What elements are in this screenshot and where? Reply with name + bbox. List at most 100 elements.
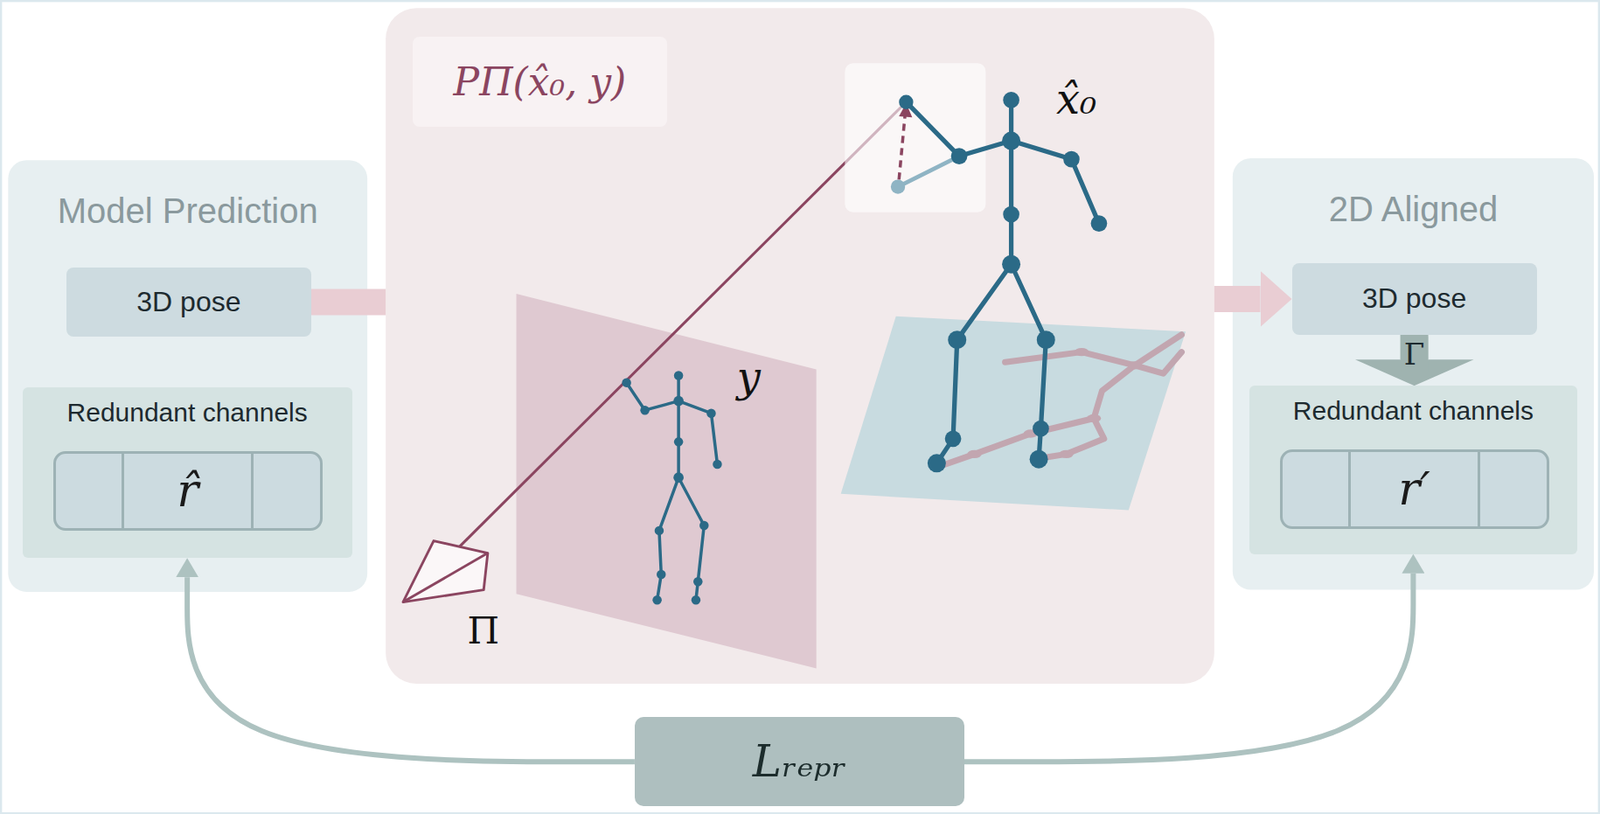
panel: Model Prediction 3D poseRedundant channel… — [7, 160, 368, 592]
panel-ground — [385, 7, 1215, 684]
camera-edge — [403, 553, 488, 603]
joint — [1036, 330, 1056, 349]
joint — [1091, 215, 1108, 232]
joint — [699, 521, 710, 531]
correction-arrow — [898, 114, 905, 181]
image-plane — [516, 293, 817, 668]
panel-title: Redundant channels — [1293, 396, 1534, 426]
joint — [674, 370, 684, 381]
channel-box: r̂ — [53, 451, 323, 531]
joint — [712, 459, 723, 470]
figure-label: Π — [467, 610, 501, 653]
pose-2d-joints — [621, 370, 722, 605]
connector — [1400, 334, 1429, 360]
joint — [654, 526, 665, 536]
bone — [626, 382, 680, 411]
ground-plane — [841, 316, 1186, 511]
joint — [1029, 450, 1049, 469]
channel-divider — [121, 453, 125, 529]
pose-3d — [905, 99, 1100, 463]
joint — [691, 595, 702, 606]
shadow-joint — [1086, 414, 1101, 423]
joint — [898, 95, 913, 110]
shadow-limb — [1134, 352, 1183, 375]
shadow-joint — [966, 450, 981, 459]
joint — [945, 431, 962, 448]
joint — [927, 453, 947, 473]
pose-box: 3D pose — [66, 267, 312, 337]
joint — [693, 577, 703, 587]
joint — [1002, 206, 1020, 223]
node-label: r̂ — [176, 464, 199, 517]
panel-title: Redundant channels — [67, 397, 308, 428]
panel-title: 2D Aligned — [1328, 189, 1498, 230]
shadow-limb — [1005, 352, 1135, 366]
pose-box: 3D pose — [1292, 263, 1538, 335]
joint — [706, 408, 717, 418]
joint — [1001, 255, 1021, 274]
figure-label: x̂₀ — [1056, 75, 1097, 124]
joint — [674, 437, 684, 447]
edge-label: Γ — [1400, 336, 1429, 372]
shadow-joints — [966, 347, 1142, 459]
joint — [673, 472, 684, 483]
bone — [657, 477, 680, 600]
shadow-joint — [1127, 361, 1142, 369]
bone — [1011, 140, 1100, 224]
joint — [1001, 132, 1021, 151]
bone — [678, 477, 704, 600]
joint — [951, 147, 968, 165]
channel-panel: Redundant channels r′ — [1249, 385, 1579, 555]
joint — [656, 570, 667, 580]
connector — [311, 288, 386, 315]
shadow-limb — [1040, 418, 1104, 460]
joint — [1063, 151, 1080, 168]
projection-ray — [459, 102, 906, 548]
node-label: Lᵣₑₚᵣ — [752, 736, 847, 787]
old-bone — [897, 156, 960, 188]
node-label: PΠ(x̂₀, y) — [412, 36, 668, 127]
old-joint — [890, 179, 905, 194]
joint — [1002, 91, 1020, 109]
node-label: r′ — [1398, 462, 1431, 515]
joint — [640, 405, 650, 416]
shadow-skeleton — [936, 334, 1182, 468]
figure-label: y — [737, 353, 761, 402]
pose-2d — [626, 375, 718, 600]
channel-divider — [1348, 452, 1351, 527]
projection-panel: PΠ(x̂₀, y) — [385, 7, 1215, 684]
channel-divider — [1477, 452, 1481, 527]
panel: 2D Aligned 3D poseRedundant channels r′ — [1232, 158, 1594, 591]
channel-divider — [250, 453, 254, 529]
connector — [964, 573, 1414, 763]
node-label: 3D pose — [136, 285, 241, 319]
bone — [1008, 99, 1014, 265]
channel-panel: Redundant channels r̂ — [22, 387, 353, 558]
panel-ground — [1232, 158, 1594, 591]
shadow-joint — [1074, 347, 1089, 356]
pose-3d-joints — [898, 91, 1107, 473]
joint — [673, 396, 684, 407]
panel-title: Model Prediction — [57, 191, 319, 231]
joint — [652, 595, 662, 606]
shadow-joint — [1058, 450, 1073, 459]
shadow-limb — [1093, 334, 1182, 419]
node-label: 3D pose — [1362, 282, 1467, 315]
bone — [676, 375, 681, 478]
loss-box: Lᵣₑₚᵣ — [634, 716, 965, 807]
joint — [621, 377, 632, 388]
bone — [936, 264, 1011, 464]
bone — [678, 401, 717, 465]
connector — [187, 577, 635, 762]
shadow-limb — [936, 418, 1094, 468]
connector — [1214, 285, 1261, 313]
channel-box: r′ — [1280, 449, 1550, 529]
joint — [1032, 420, 1050, 438]
panel-ground — [7, 160, 368, 592]
camera — [403, 541, 488, 603]
highlight-box — [844, 62, 986, 212]
joint — [947, 330, 967, 349]
